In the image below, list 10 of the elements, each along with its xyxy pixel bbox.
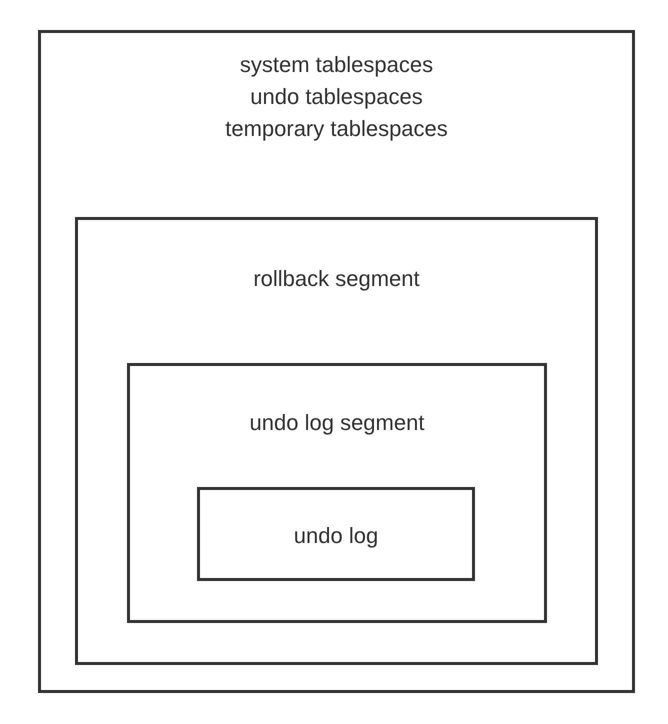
box-label: rollback segment (253, 265, 420, 293)
box-label: system tablespaces (240, 51, 434, 79)
container-box (75, 217, 598, 665)
box-label: undo log (294, 522, 378, 550)
container-box (197, 487, 475, 581)
box-label: temporary tablespaces (225, 115, 448, 143)
box-label: undo tablespaces (250, 83, 423, 111)
box-label: undo log segment (250, 409, 424, 437)
container-box (38, 30, 635, 693)
container-box (127, 363, 547, 623)
